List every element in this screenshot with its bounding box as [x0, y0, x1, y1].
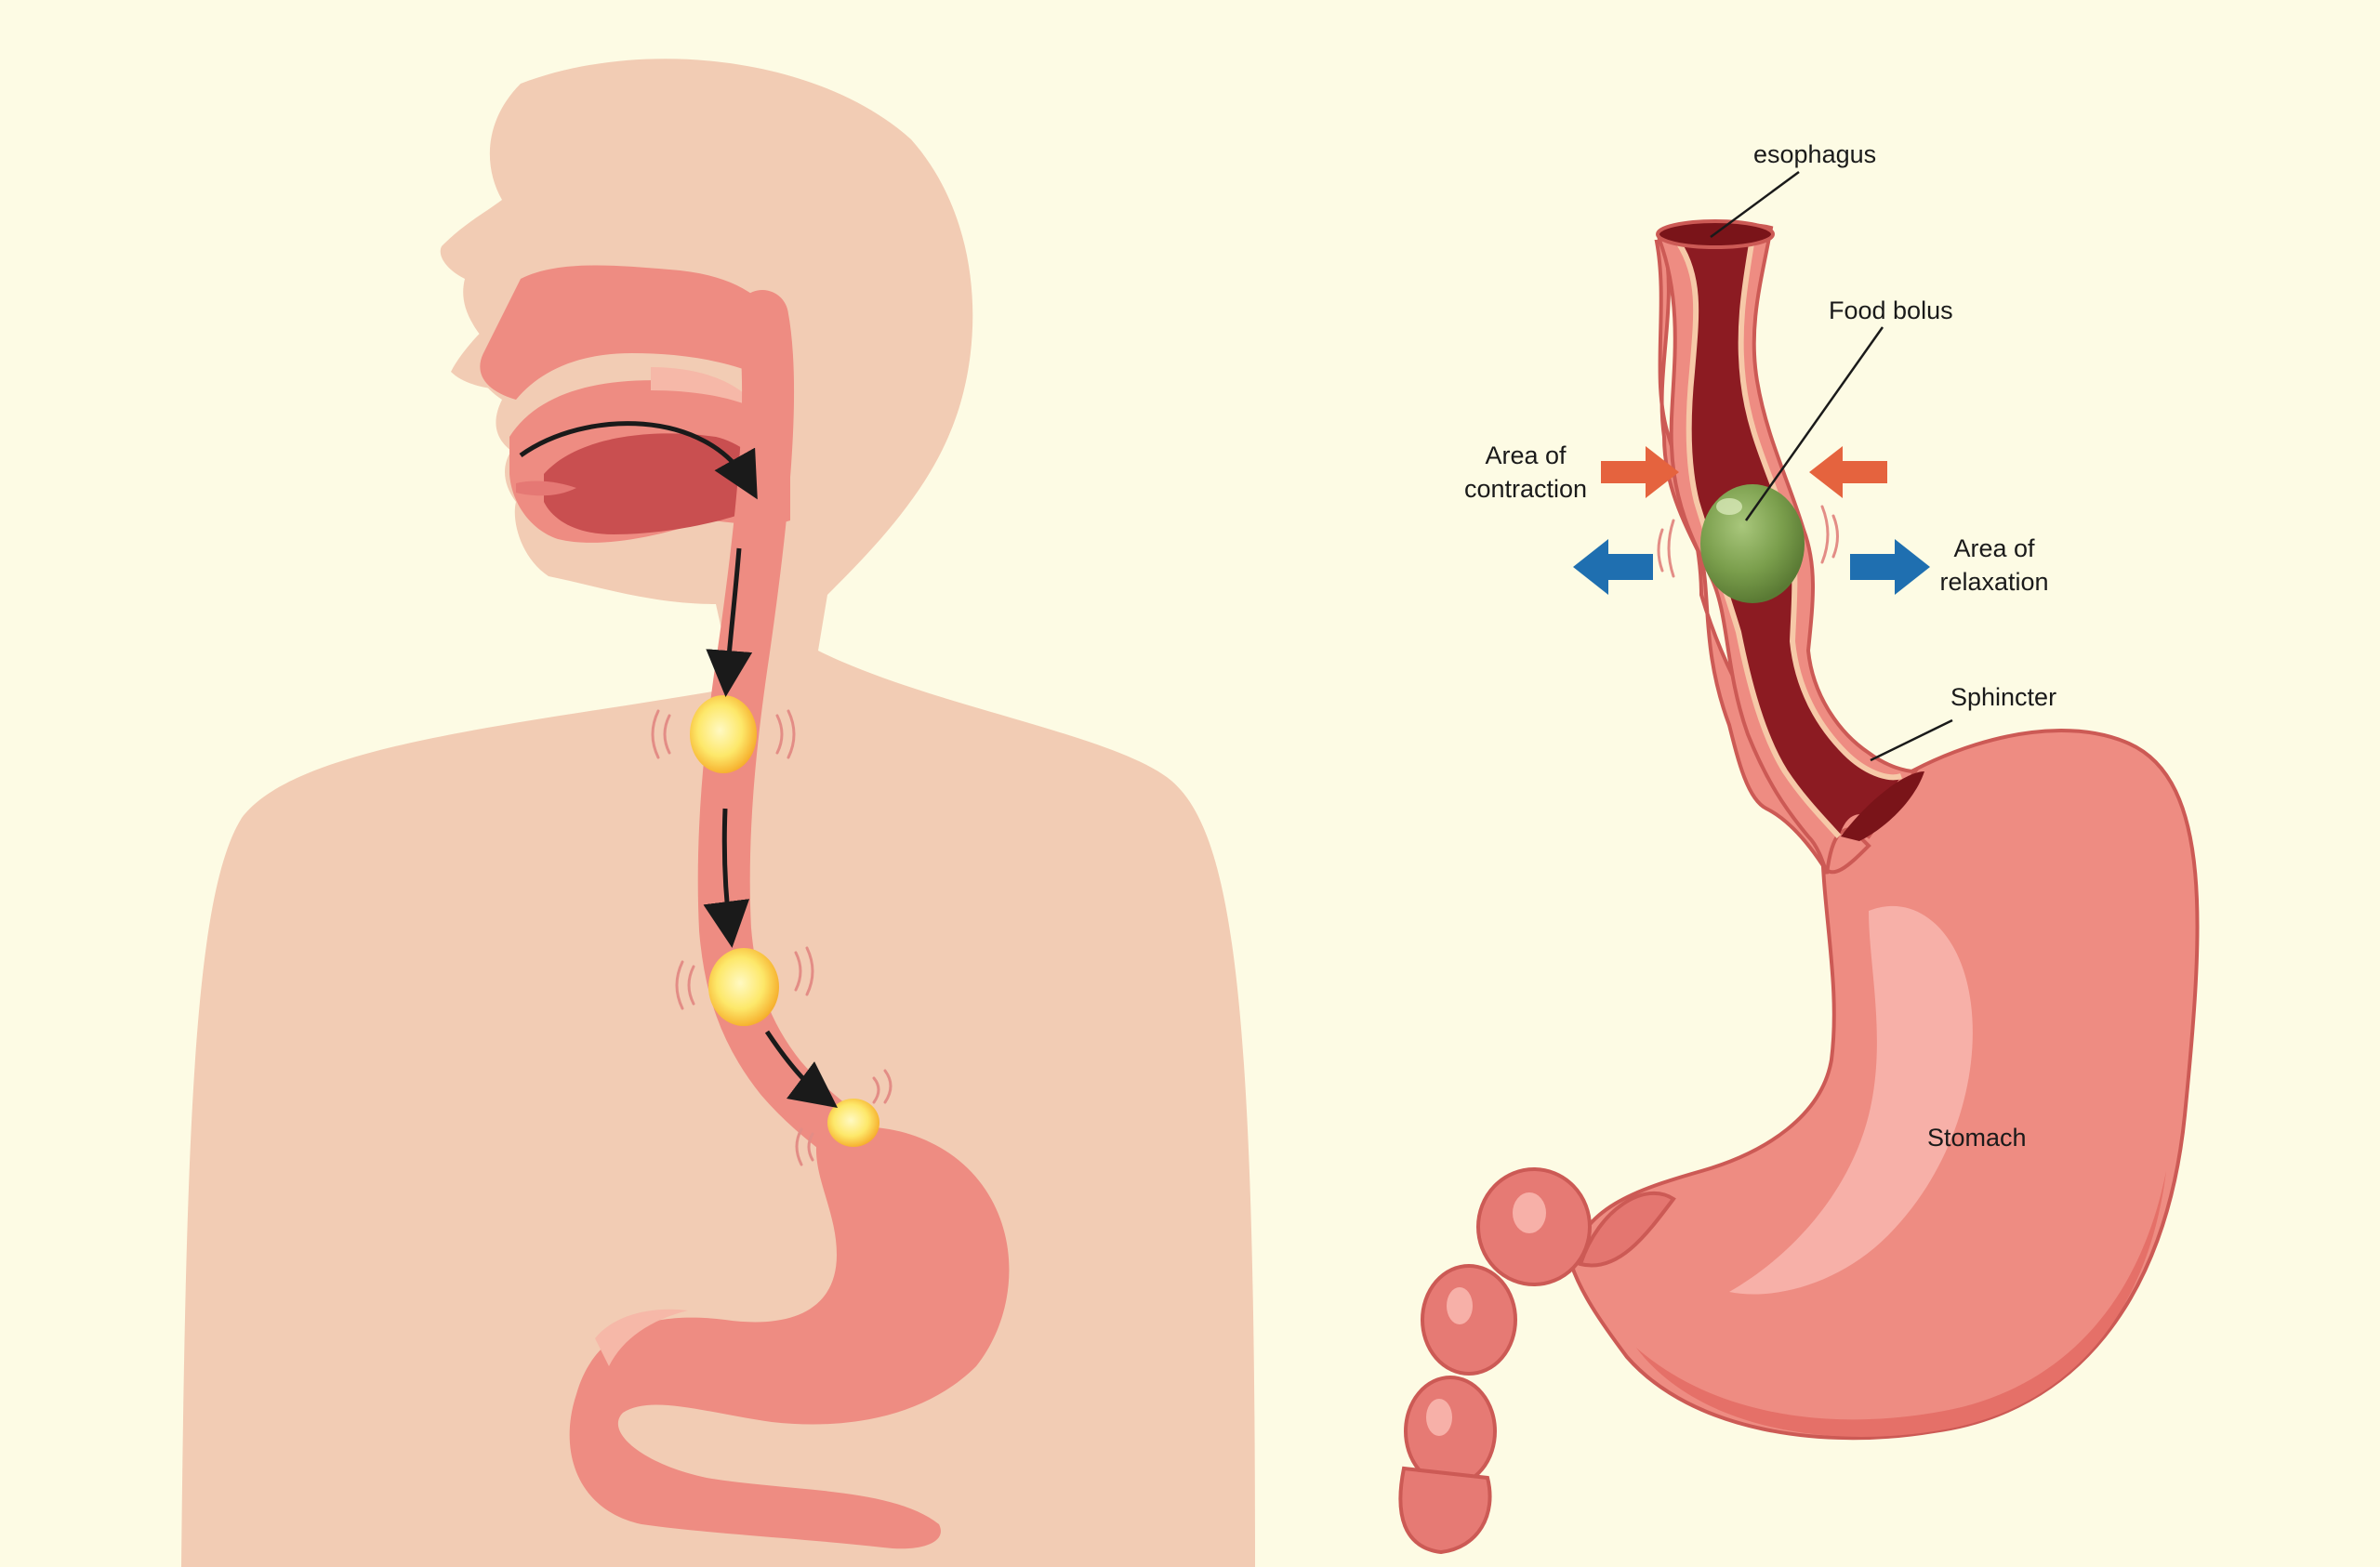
stomach-left: [569, 1126, 1010, 1549]
label-area-relaxation-line-2: relaxation: [1939, 568, 2049, 596]
label-food-bolus: Food bolus: [1829, 296, 1953, 324]
label-area-of-contraction: Area of contraction: [1458, 439, 1593, 506]
food-bolus-green-highlight: [1716, 498, 1742, 515]
duodenum-bulge-2: [1421, 1264, 1517, 1376]
contraction-arrow-left: [1601, 446, 1679, 498]
duodenum-end: [1398, 1466, 1492, 1555]
stomach-opening: [1841, 771, 1924, 841]
nasal-cavity: [480, 265, 790, 400]
flow-arrow-mouth: [519, 421, 758, 500]
flow-arrow-esophagus-1: [706, 547, 753, 697]
label-sphincter: Sphincter: [1950, 683, 2057, 711]
label-area-contraction-line-2: contraction: [1463, 475, 1588, 503]
label-area-of-relaxation: Area of relaxation: [1934, 532, 2055, 599]
leader-food-bolus: [1744, 326, 1884, 521]
lip-lower: [516, 481, 576, 496]
food-bolus-yellow-3: [827, 1099, 879, 1147]
relaxation-arrow-left: [1573, 539, 1653, 595]
motion-ticks-left: [651, 709, 892, 1166]
stomach-left-highlight: [595, 1309, 688, 1366]
relaxation-arrows: [1573, 539, 1930, 595]
leader-sphincter: [1870, 718, 1953, 762]
flow-arrow-esophagus-2: [703, 808, 750, 948]
label-area-relaxation-line-1: Area of: [1953, 534, 2035, 562]
leader-esophagus: [1710, 170, 1800, 239]
food-bolus-green: [1700, 484, 1805, 603]
relaxation-ticks: [1657, 505, 1839, 578]
digestive-tract-left: [480, 265, 1010, 1549]
stomach-right-highlight: [1729, 905, 1973, 1295]
relaxation-arrow-right: [1850, 539, 1930, 595]
esophagus-lumen: [1679, 236, 1901, 837]
food-bolus-yellow-2: [708, 948, 779, 1026]
leader-lines: [1710, 170, 1953, 762]
flow-arrows: [519, 421, 838, 1109]
contraction-arrow-right: [1809, 446, 1887, 498]
detail-figure: [1398, 170, 2200, 1555]
flow-arrow-esophagus-3: [764, 1030, 838, 1109]
label-stomach: Stomach: [1927, 1124, 2027, 1152]
duodenum-highlights: [1426, 1192, 1546, 1436]
palate-highlight: [651, 367, 758, 409]
contraction-arrows: [1601, 446, 1887, 498]
food-bolus-yellow-1: [690, 695, 757, 773]
label-area-contraction-line-1: Area of: [1485, 441, 1567, 469]
label-esophagus: esophagus: [1753, 140, 1877, 168]
